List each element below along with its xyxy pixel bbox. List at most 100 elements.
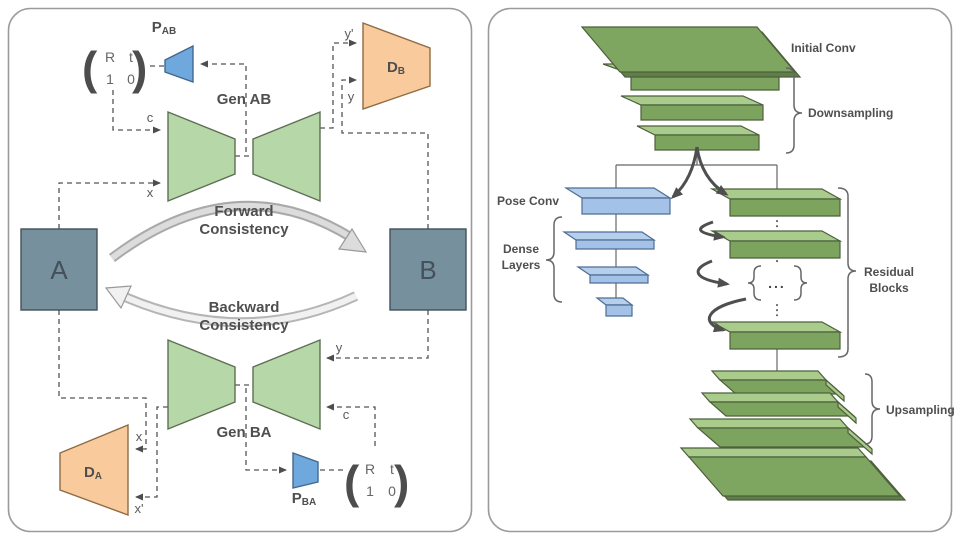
genba-to-da-line <box>135 406 168 501</box>
db-main: D <box>387 59 398 76</box>
residual-skip-arrow-3 <box>707 297 747 333</box>
a-to-da-line <box>58 310 147 453</box>
pose-head-ab <box>164 44 194 83</box>
signal-x-fake: x' <box>135 501 144 516</box>
downsampling-label: Downsampling <box>808 106 893 120</box>
residual-slab1-front <box>729 198 841 217</box>
b-to-y-line <box>341 76 429 229</box>
backward-arrowhead <box>104 285 132 310</box>
matrix-ba-one: 1 <box>366 483 374 499</box>
discriminator-a <box>59 423 129 517</box>
residual-blocks-label-line1: Residual <box>864 265 914 279</box>
gen-ab-label: Gen AB <box>217 91 272 108</box>
pose-head-ba <box>292 452 319 489</box>
downsampling-brace <box>785 67 803 154</box>
matrix-ab-r: R <box>105 49 115 65</box>
pose-matrix-ba: ( ) R t 1 0 <box>344 456 409 508</box>
pose-head-ba-label: PBA <box>292 490 316 508</box>
pab-sub: AB <box>162 26 176 37</box>
backward-consistency-line1: Backward <box>209 299 280 316</box>
matrix-ba-t: t <box>390 461 394 477</box>
db-sub: B <box>398 66 405 77</box>
forward-arrowhead <box>337 227 368 253</box>
dense-layers-brace <box>545 216 563 303</box>
downsample-slab3-front <box>654 134 760 151</box>
upsampling-stack <box>679 370 907 501</box>
genba-to-pba-line <box>245 388 287 474</box>
downsample-slab3-top <box>636 125 760 136</box>
pose-branch <box>562 187 673 317</box>
genab-to-yprime-line <box>320 39 357 129</box>
right-panel: ... Initial Conv <box>487 7 955 533</box>
upsample-slab2-top <box>700 392 840 403</box>
upsampling-brace <box>864 373 881 445</box>
discriminator-a-label: DA <box>84 464 102 482</box>
pba-main: P <box>292 490 302 507</box>
da-sub: A <box>95 471 102 482</box>
upsample-slab1-side <box>825 378 845 403</box>
forward-arc-inner <box>110 203 354 261</box>
residual-slab2-front <box>729 240 841 259</box>
matrix-ab-open-paren: ( <box>82 42 98 94</box>
matrix-ba-r: R <box>365 461 375 477</box>
domain-b-label: B <box>419 255 436 285</box>
matrix-to-c-line <box>112 90 161 134</box>
flow-arrows <box>670 146 747 333</box>
da-main: D <box>84 464 95 481</box>
gen-ab-decoder <box>252 110 321 203</box>
backward-consistency-arrow <box>104 285 359 328</box>
pose-head-ab-label: PAB <box>152 19 176 37</box>
upsample-slab1-top <box>710 370 828 381</box>
residual-skip-arrow-2 <box>696 259 730 288</box>
signal-c-top: c <box>147 110 154 125</box>
forward-consistency-arrow <box>108 201 368 262</box>
upsample-slab3-top <box>688 418 850 429</box>
initial-conv-face <box>580 26 797 73</box>
upsample-slab2-side <box>837 400 857 425</box>
upsample-slab1-front <box>718 379 844 395</box>
residual-blocks-label-line2: Blocks <box>869 281 909 295</box>
signal-y-bottom: y <box>336 340 343 355</box>
downsample-slab2-front <box>640 104 764 121</box>
ellipsis-close-brace <box>793 265 808 301</box>
domain-a-label: A <box>50 255 68 285</box>
discriminator-b-label: DB <box>387 59 405 77</box>
residual-slab3-front <box>729 331 841 350</box>
signal-y-top: y <box>348 89 355 104</box>
gen-ba-label: Gen BA <box>216 424 271 441</box>
forward-consistency-line2: Consistency <box>199 221 289 238</box>
fork-to-residual-arrow <box>695 146 729 196</box>
fork-lines <box>615 148 778 190</box>
gen-ab-encoder <box>167 110 236 203</box>
dense-layers-label-line2: Layers <box>502 258 541 272</box>
left-panel: A B Gen AB Gen BA PAB PBA DB DA ( ) R t … <box>7 7 473 533</box>
left-connectors <box>58 39 429 501</box>
signal-c-bottom: c <box>343 407 350 422</box>
pba-sub: BA <box>302 497 316 508</box>
residual-slab1-top <box>709 188 843 200</box>
backward-arc-inner <box>114 290 358 326</box>
signal-x-top: x <box>147 185 154 200</box>
residual-ellipsis: ... <box>768 275 786 291</box>
upsampling-label: Upsampling <box>886 403 955 417</box>
downsample-slab2-top <box>620 95 764 106</box>
pose-matrix-ab: ( ) R t 1 0 <box>82 42 147 94</box>
discriminator-b <box>362 21 431 110</box>
pose-conv-front <box>581 197 671 215</box>
matrix-ba-zero: 0 <box>388 483 396 499</box>
matrix-ab-zero: 0 <box>127 71 135 87</box>
dense-layers-label-line1: Dense <box>503 242 539 256</box>
residual-blocks-brace <box>837 187 857 358</box>
domain-b-node <box>389 228 467 311</box>
residual-skip-arrow-1 <box>699 220 726 241</box>
pose-conv-label: Pose Conv <box>497 194 559 208</box>
upsample-slab2-front <box>708 401 856 417</box>
dense-layer1-front <box>575 239 655 250</box>
a-to-x-line <box>58 179 161 229</box>
gen-ba-encoder <box>252 338 321 431</box>
matrixba-to-c-line <box>326 403 376 446</box>
residual-slab3-top <box>709 321 843 333</box>
matrix-ba-close-paren: ) <box>394 456 409 508</box>
upsample-slab3-side <box>847 426 873 456</box>
